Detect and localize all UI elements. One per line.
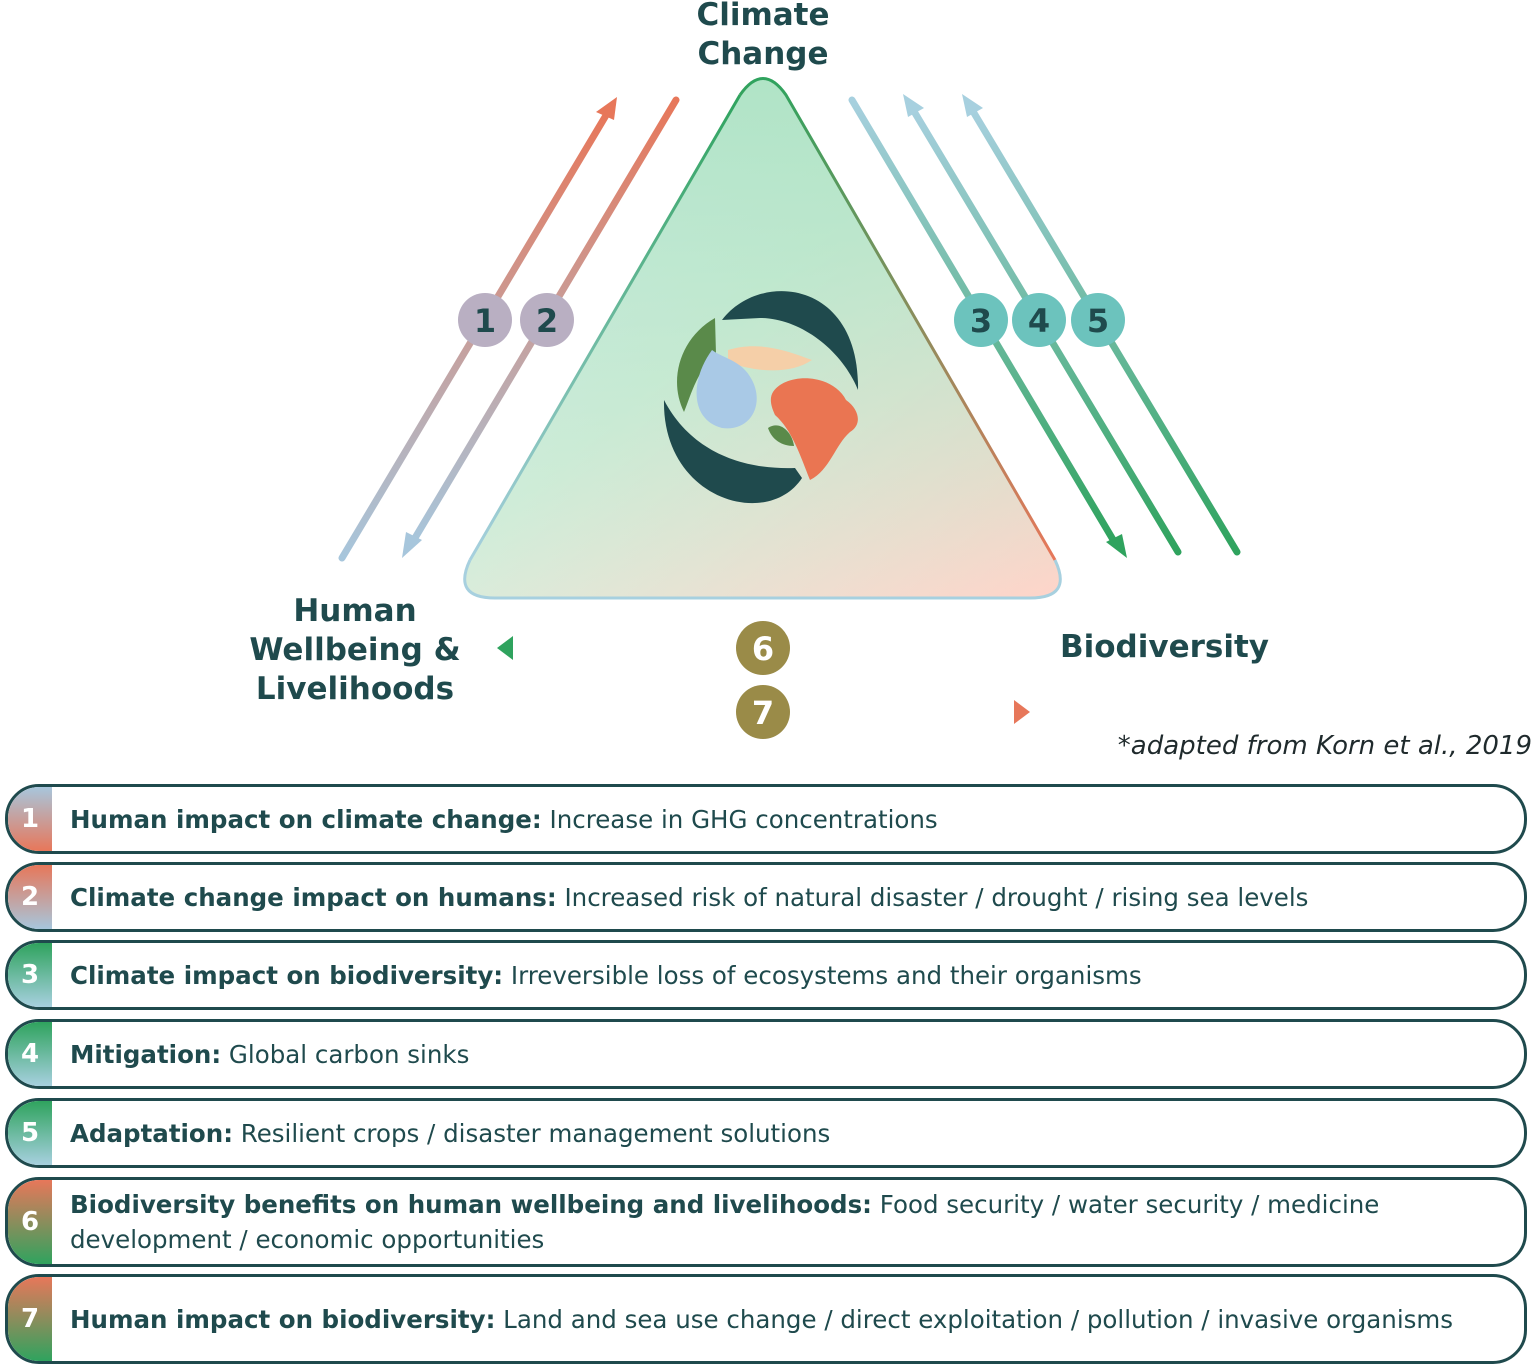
badge-1: 1 [458,293,512,347]
legend-text: Adaptation: Resilient crops / disaster m… [52,1116,854,1151]
node-label-climate-change: Climate Change [696,0,830,72]
svg-text:5: 5 [1087,302,1109,340]
legend-number: 2 [8,865,52,929]
legend-number: 4 [8,1022,52,1086]
badge-7: 7 [736,685,790,739]
legend-text: Biodiversity benefits on human wellbeing… [52,1187,1524,1257]
legend-title: Biodiversity benefits on human wellbeing… [70,1190,872,1219]
legend-description: Increased risk of natural disaster / dro… [556,882,1309,912]
legend-text: Human impact on climate change: Increase… [52,802,962,837]
legend-description: Increase in GHG concentrations [541,804,938,834]
legend-text: Climate impact on biodiversity: Irrevers… [52,958,1166,993]
legend-description: Global carbon sinks [221,1039,470,1069]
legend-title: Human impact on climate change: [70,804,542,834]
nexus-diagram: 1 2 3 4 5 6 7 Climate Change Human Wellb… [249,0,1269,739]
legend-number: 7 [8,1277,52,1361]
legend-row-5: 5 Adaptation: Resilient crops / disaster… [5,1098,1527,1168]
legend-title: Mitigation: [70,1039,222,1069]
legend-title: Human impact on biodiversity: [70,1304,496,1334]
legend-number: 1 [8,787,52,851]
node-label-biodiversity: Biodiversity [1060,629,1269,665]
badge-6: 6 [736,621,790,675]
badge-2: 2 [520,293,574,347]
legend-number: 5 [8,1101,52,1165]
node-label-human-wellbeing: Human Wellbeing & Livelihoods [249,593,461,707]
legend-text: Mitigation: Global carbon sinks [52,1037,493,1072]
legend-description: Land and sea use change / direct exploit… [495,1304,1454,1334]
legend-title: Adaptation: [70,1118,233,1148]
badge-3: 3 [954,293,1008,347]
svg-text:1: 1 [474,302,496,340]
legend-row-1: 1 Human impact on climate change: Increa… [5,784,1527,854]
legend-description: Irreversible loss of ecosystems and thei… [503,960,1142,990]
legend-row-6: 6 Biodiversity benefits on human wellbei… [5,1177,1527,1267]
source-credit: *adapted from Korn et al., 2019 [1117,731,1532,761]
svg-text:3: 3 [970,302,992,340]
nexus-triangle [463,77,1062,600]
svg-text:6: 6 [752,630,774,668]
hands-globe-logo-icon [663,291,859,504]
svg-text:4: 4 [1028,302,1050,340]
badge-5: 5 [1071,293,1125,347]
legend-row-3: 3 Climate impact on biodiversity: Irreve… [5,940,1527,1010]
legend-text: Climate change impact on humans: Increas… [52,880,1332,915]
legend-text: Human impact on biodiversity: Land and s… [52,1302,1477,1337]
diagram-canvas: 1 2 3 4 5 6 7 [338,77,1241,739]
legend-description: Food security / water security / medicin… [70,1190,1380,1254]
svg-text:7: 7 [752,694,774,732]
legend-description: Resilient crops / disaster management so… [233,1118,831,1148]
legend-title: Climate change impact on humans: [70,882,557,912]
svg-text:2: 2 [536,302,558,340]
legend-number: 3 [8,943,52,1007]
legend-row-4: 4 Mitigation: Global carbon sinks [5,1019,1527,1089]
legend-title: Climate impact on biodiversity: [70,960,504,990]
legend-number: 6 [8,1180,52,1264]
legend-row-2: 2 Climate change impact on humans: Incre… [5,862,1527,932]
legend-row-7: 7 Human impact on biodiversity: Land and… [5,1274,1527,1364]
badge-4: 4 [1012,293,1066,347]
